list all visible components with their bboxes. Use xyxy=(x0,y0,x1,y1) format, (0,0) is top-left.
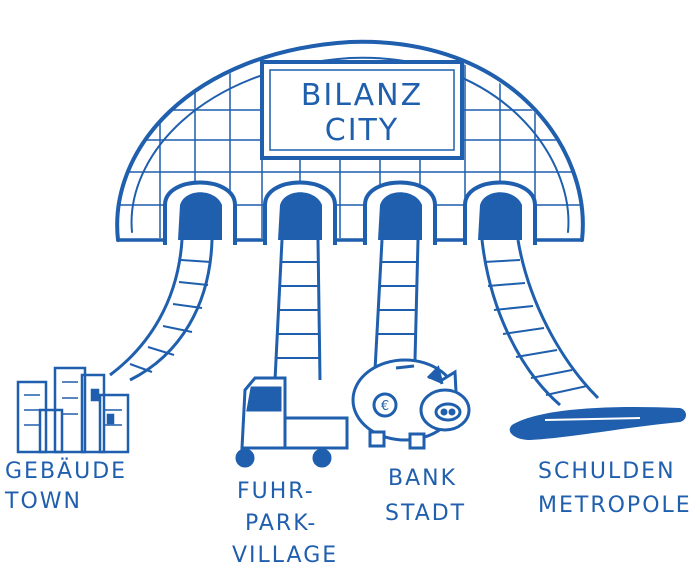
label-bank-2: STADT xyxy=(385,501,466,526)
label-fuhrpark-2: PARK- xyxy=(245,511,317,536)
label-gebaeude-1: GEBÄUDE xyxy=(5,458,127,484)
arch-1 xyxy=(163,180,237,245)
piggy-bank xyxy=(351,358,471,450)
arch-3 xyxy=(363,180,437,245)
city-sign xyxy=(260,60,464,160)
buildings xyxy=(16,366,130,454)
label-fuhrpark-3: VILLAGE xyxy=(232,543,338,568)
track-3 xyxy=(373,239,420,371)
sign-line-2: CITY xyxy=(325,113,399,148)
label-bank-1: BANK xyxy=(388,466,457,491)
euro-symbol: € xyxy=(381,399,389,414)
track-4 xyxy=(480,239,600,407)
arch-4 xyxy=(463,180,537,245)
track-2 xyxy=(273,239,322,381)
sign-line-1: BILANZ xyxy=(301,78,423,113)
label-gebaeude-2: TOWN xyxy=(4,489,82,514)
label-schulden-1: SCHULDEN xyxy=(538,459,676,484)
label-schulden-2: METROPOLE xyxy=(538,493,692,518)
label-fuhrpark-1: FUHR- xyxy=(237,479,315,504)
arch-2 xyxy=(263,180,337,245)
truck xyxy=(235,376,349,468)
crashed-wreck xyxy=(509,406,686,440)
track-1 xyxy=(109,239,214,382)
